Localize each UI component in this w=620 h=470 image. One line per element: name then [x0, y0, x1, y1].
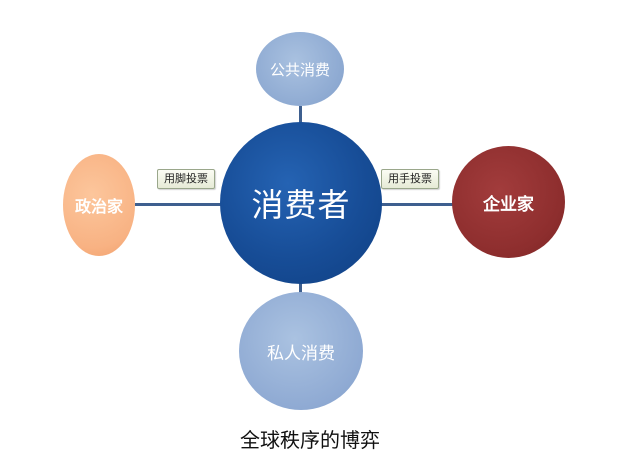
private-consumption-node: 私人消费	[239, 292, 363, 410]
vote-with-feet-tag: 用脚投票	[157, 169, 215, 189]
connector-left	[135, 203, 222, 206]
connector-right	[381, 203, 453, 206]
vote-with-hands-tag: 用手投票	[381, 169, 439, 189]
politician-node: 政治家	[63, 154, 135, 256]
entrepreneur-label: 企业家	[483, 194, 534, 215]
consumer-label: 消费者	[251, 186, 351, 224]
public-consumption-label: 公共消费	[269, 60, 330, 79]
connector-top	[299, 106, 302, 124]
entrepreneur-node: 企业家	[452, 146, 565, 258]
diagram-caption: 全球秩序的博弈	[240, 428, 380, 452]
private-consumption-label: 私人消费	[267, 343, 335, 364]
public-consumption-node: 公共消费	[256, 32, 344, 106]
politician-label: 政治家	[74, 197, 123, 216]
connector-bottom	[299, 282, 302, 294]
consumer-node: 消费者	[220, 122, 382, 284]
